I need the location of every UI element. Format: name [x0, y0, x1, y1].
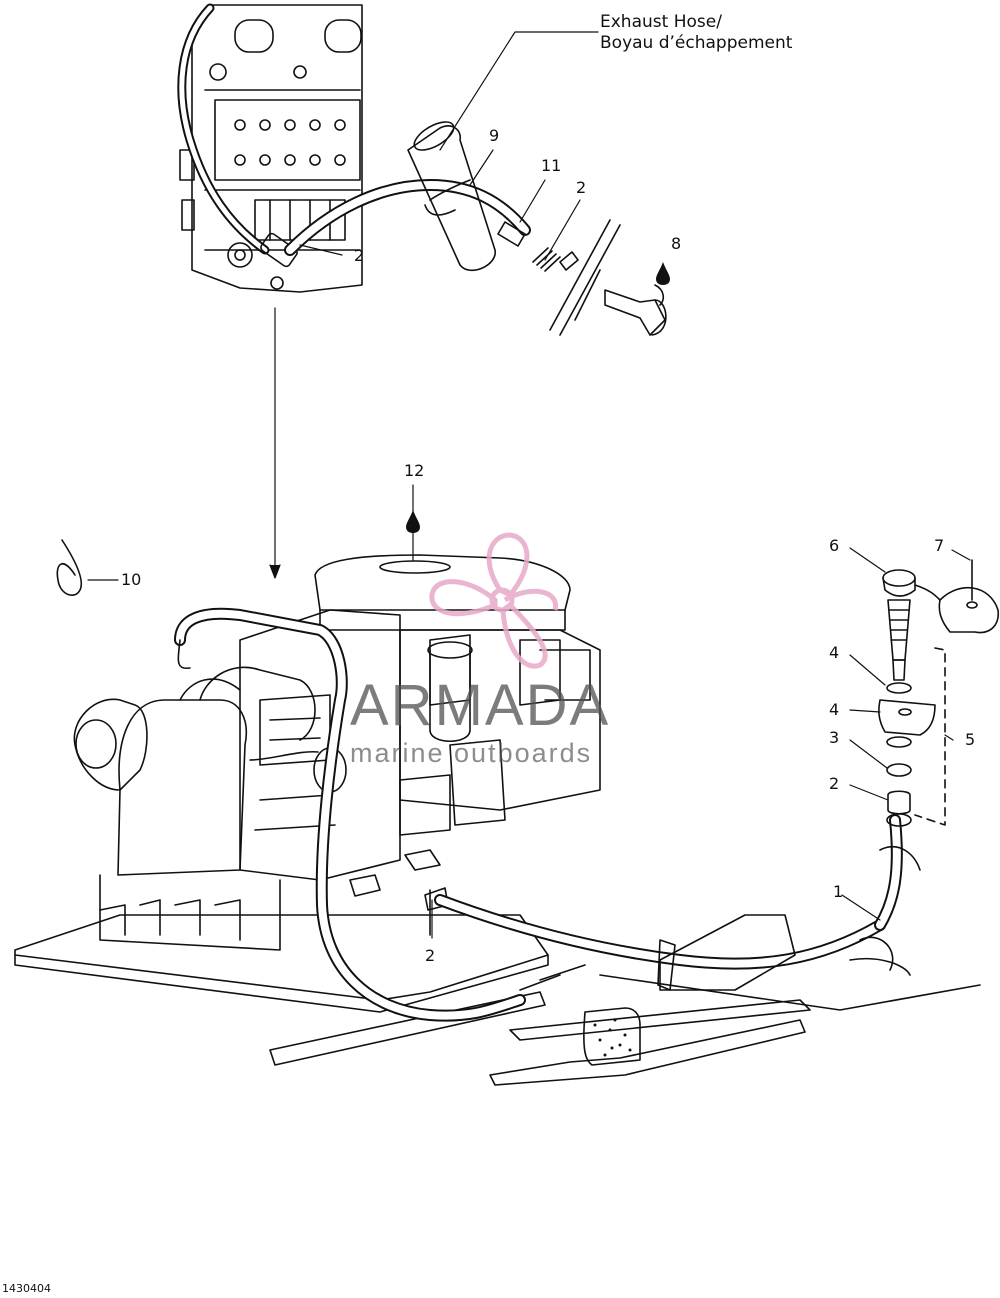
callout-title-fr: Boyau d’échappement [600, 33, 793, 53]
part-label-12: 12 [404, 461, 425, 480]
figure-code: 1430404 [2, 1282, 51, 1295]
part-label-2-clamp: 2 [425, 946, 436, 965]
clip-part [56, 539, 82, 596]
part-label-6: 6 [829, 536, 840, 555]
watermark-logo [429, 532, 558, 669]
part-label-4-upper: 4 [829, 643, 840, 662]
part-label-2-top: 2 [576, 178, 587, 197]
callout-title-en: Exhaust Hose/ [600, 12, 722, 32]
exhaust-hose-callout: Exhaust Hose/ Boyau d’échappement [600, 12, 792, 54]
part-label-4-lower: 4 [829, 700, 840, 719]
part-label-5: 5 [965, 730, 976, 749]
top-engine-detail [177, 3, 667, 336]
sealant-drop-icon [656, 262, 670, 285]
lubricant-drop-icon [406, 510, 420, 533]
part-label-1: 1 [833, 882, 844, 901]
watermark-tagline: marine outboards [350, 738, 593, 768]
part-label-2-fitting: 2 [829, 774, 840, 793]
watermark-brand: ARMADA [350, 673, 611, 738]
part-label-11: 11 [541, 156, 562, 175]
part-label-3: 3 [829, 728, 840, 747]
main-engine-assembly [14, 554, 981, 1086]
fuel-fill-assembly [878, 559, 1000, 827]
part-label-8: 8 [671, 234, 682, 253]
part-label-9: 9 [489, 126, 500, 145]
part-label-2-engine: 2 [354, 246, 365, 265]
part-label-7: 7 [934, 536, 945, 555]
top-leaders [269, 31, 599, 579]
part-label-10: 10 [121, 570, 142, 589]
